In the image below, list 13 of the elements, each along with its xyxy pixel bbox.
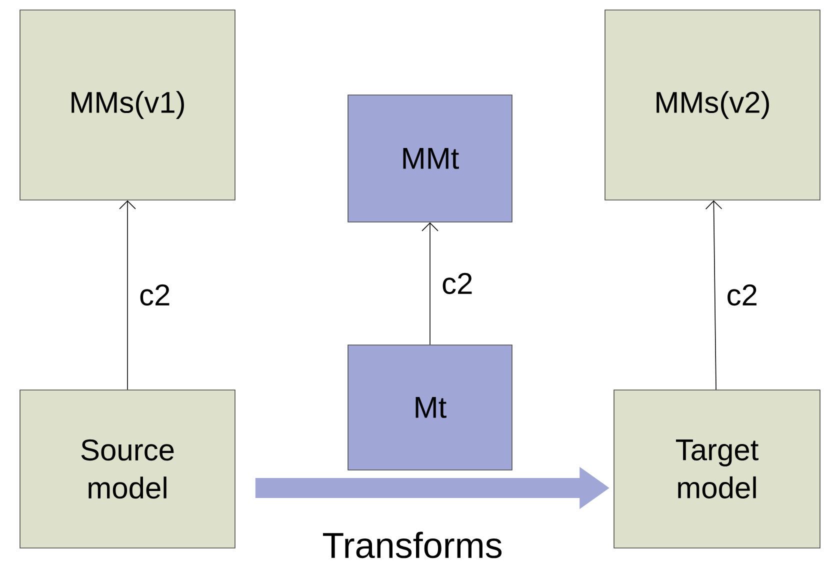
model-box: Target model bbox=[614, 390, 820, 548]
edge-label: c2 bbox=[728, 284, 756, 306]
arrow bbox=[119, 200, 136, 390]
model-box: MMs(v1) bbox=[20, 10, 236, 200]
edge-label: c2 bbox=[442, 272, 472, 294]
model-box: Source model bbox=[20, 390, 236, 548]
edge-label: c2 bbox=[140, 284, 170, 306]
model-box: MMs(v2) bbox=[604, 10, 820, 200]
arrow bbox=[705, 200, 722, 390]
model-box: Mt bbox=[348, 344, 512, 470]
edge-label: Transforms bbox=[322, 532, 502, 558]
model-box: MMt bbox=[348, 94, 512, 222]
arrow bbox=[422, 222, 438, 345]
